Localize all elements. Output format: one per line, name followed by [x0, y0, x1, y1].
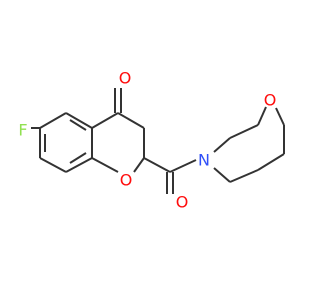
- atom-label-ring-oxygen: O: [120, 171, 133, 190]
- atom-label-morpholine-oxygen: O: [264, 91, 277, 110]
- bond-24: [213, 167, 231, 183]
- atom-label-ketone-oxygen: O: [119, 69, 132, 88]
- bond-11: [117, 112, 145, 129]
- bond-26: [257, 153, 285, 171]
- bond-17: [143, 157, 171, 173]
- atom-label-morpholine-nitrogen: N: [198, 151, 210, 170]
- bond-5: [39, 112, 67, 129]
- bond-0: [65, 112, 93, 129]
- bond-6: [69, 119, 87, 131]
- bond-25: [229, 169, 259, 183]
- bond-13: [91, 157, 119, 173]
- bond-20: [169, 159, 197, 173]
- bond-2: [65, 157, 93, 173]
- molecule-structure: F O O O N O: [18, 69, 285, 212]
- bond-21: [213, 137, 231, 153]
- atom-label-fluorine: F: [18, 121, 27, 140]
- bond-7: [69, 152, 87, 164]
- bond-3: [39, 157, 67, 173]
- bond-23: [257, 106, 267, 126]
- bond-10: [91, 112, 119, 129]
- bond-22: [229, 124, 259, 139]
- atom-label-amide-oxygen: O: [176, 193, 189, 212]
- bond-14: [133, 157, 145, 173]
- bond-28: [275, 107, 285, 126]
- bond-lines: [31, 88, 285, 194]
